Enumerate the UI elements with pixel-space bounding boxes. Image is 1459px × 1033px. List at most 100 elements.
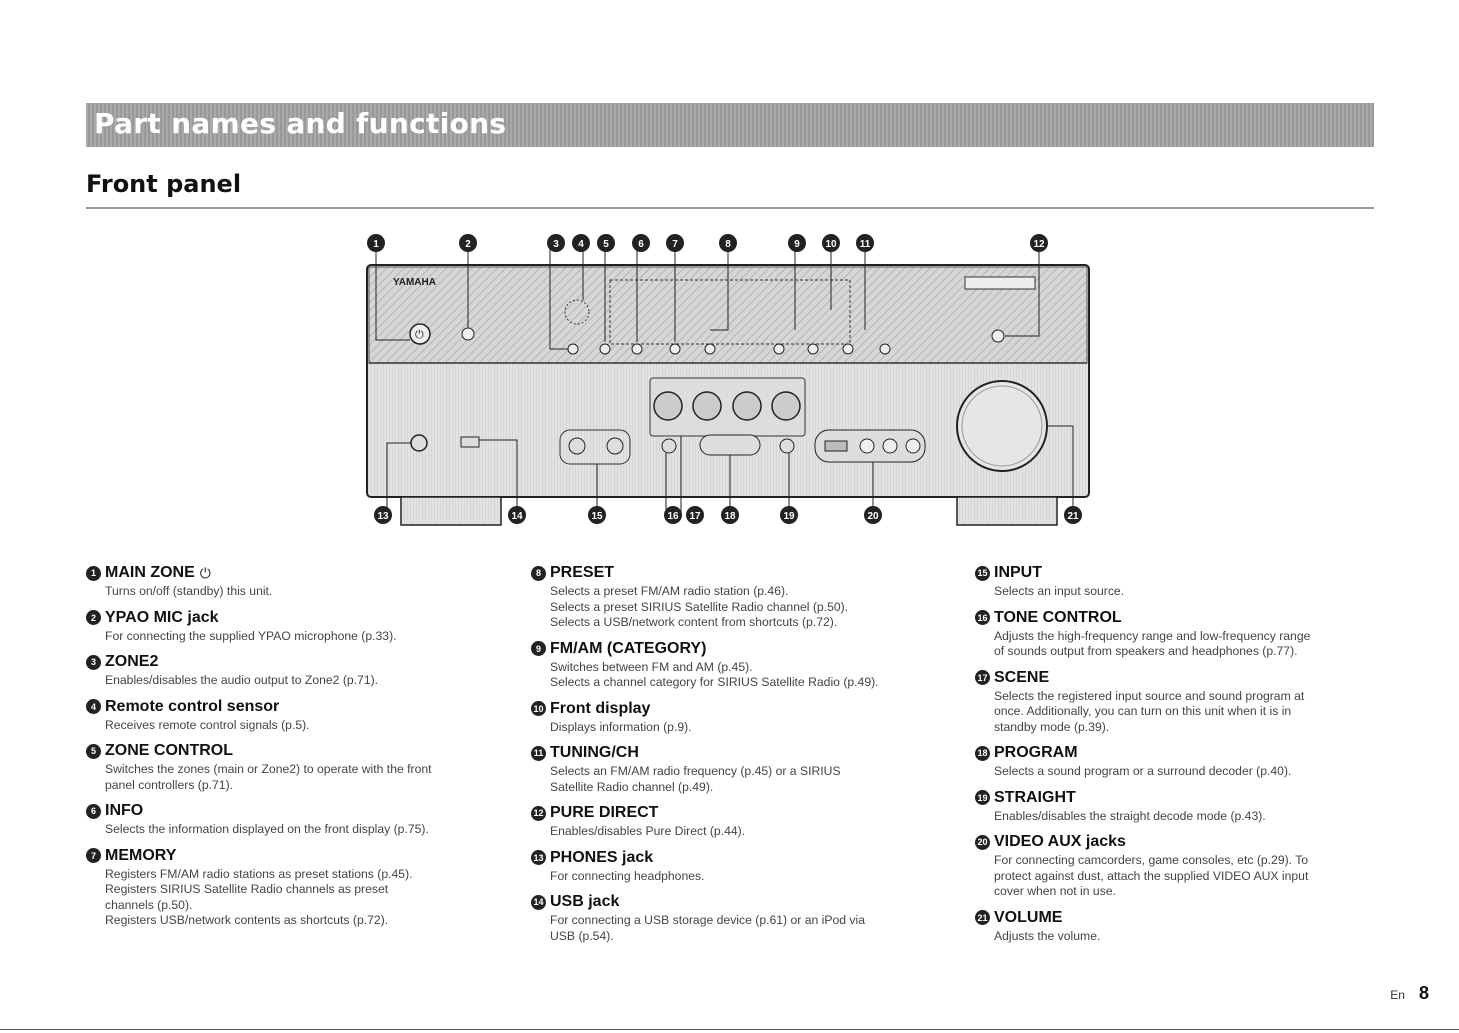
- svg-text:13: 13: [377, 511, 389, 522]
- svg-text:18: 18: [724, 511, 736, 522]
- callout-number-badge: 4: [86, 699, 101, 714]
- svg-text:10: 10: [825, 239, 837, 250]
- right-foot: [956, 496, 1058, 526]
- part-description: For connecting camcorders, game consoles…: [994, 853, 1309, 898]
- part-description: Enables/disables the straight decode mod…: [994, 808, 1266, 823]
- part-name: VIDEO AUX jacks: [994, 833, 1126, 850]
- part-name: Remote control sensor: [105, 697, 280, 715]
- straight-button: [779, 438, 795, 454]
- front-display: [609, 279, 851, 345]
- svg-text:4: 4: [578, 239, 584, 250]
- callout-number-badge: 11: [531, 745, 546, 761]
- svg-text:12: 12: [1033, 239, 1045, 250]
- top-callouts: 1 2 3 4 5 6 7 8 9 10 11 12: [367, 234, 1048, 252]
- part-description: Selects a preset FM/AM radio station (p.…: [550, 584, 849, 629]
- part-name: ZONE CONTROL: [105, 742, 233, 759]
- part-heading: 17 SCENE: [975, 667, 1375, 689]
- callout-number-badge: 14: [531, 894, 546, 910]
- callout-number-badge: 17: [975, 670, 990, 685]
- part-description: Adjusts the high-frequency range and low…: [994, 628, 1311, 659]
- svg-text:20: 20: [867, 511, 879, 522]
- callout-number-badge: 16: [975, 610, 990, 625]
- callout-number-badge: 12: [531, 805, 546, 821]
- callout-number-badge: 6: [86, 803, 101, 819]
- svg-text:9: 9: [794, 239, 800, 250]
- volume-knob: [956, 380, 1048, 472]
- part-description: Enables/disables Pure Direct (p.44).: [550, 824, 746, 838]
- callout-number-badge: 5: [86, 743, 101, 759]
- callout-number-badge: 3: [86, 654, 101, 670]
- part-name: INPUT: [994, 564, 1042, 581]
- part-entry: 17 SCENE Selects the registered input sour…: [975, 667, 1375, 736]
- callout-number-badge: 20: [975, 834, 990, 850]
- brand-logo: YAMAHA: [393, 277, 436, 288]
- part-description: For connecting a USB storage device (p.6…: [550, 913, 866, 943]
- svg-text:6: 6: [638, 239, 644, 250]
- input-group: [559, 429, 631, 465]
- pure-direct-button: [991, 329, 1005, 343]
- part-description: Selects the registered input source and …: [994, 688, 1305, 734]
- top-button-row: [567, 343, 891, 355]
- svg-text:8: 8: [725, 239, 731, 250]
- bottom-divider: [0, 1029, 1459, 1030]
- callout-number-badge: 2: [86, 610, 101, 625]
- svg-text:11: 11: [860, 239, 871, 250]
- part-description: For connecting headphones.: [550, 868, 705, 883]
- svg-text:19: 19: [783, 511, 795, 522]
- part-name: Front display: [550, 699, 651, 717]
- part-name: PHONES jack: [550, 848, 654, 866]
- power-symbol: ⏻: [415, 329, 424, 341]
- remote-sensor: [564, 299, 590, 325]
- banner-title: Part names and functions: [94, 107, 507, 140]
- language-code: En: [1390, 988, 1405, 1002]
- callout-number-badge: 7: [86, 848, 101, 863]
- part-description: Receives remote control signals (p.5).: [105, 717, 310, 732]
- part-name: TONE CONTROL: [994, 608, 1122, 626]
- part-name: TUNING/CH: [550, 744, 639, 761]
- page-footer: En 8: [1390, 983, 1429, 1004]
- callout-number-badge: 21: [975, 910, 990, 925]
- svg-text:1: 1: [373, 239, 379, 250]
- video-aux-jacks: [824, 438, 921, 454]
- part-description: Selects the information displayed on the…: [105, 822, 429, 836]
- part-name: MAIN ZONE: [105, 564, 195, 581]
- callout-number-badge: 1: [86, 565, 101, 581]
- part-name: MEMORY: [105, 846, 177, 864]
- part-heading: 4 Remote control sensor: [86, 696, 486, 718]
- main-zone-button: [409, 323, 431, 345]
- svg-text:7: 7: [672, 239, 678, 250]
- part-name: SCENE: [994, 668, 1050, 686]
- part-description: Selects an input source.: [994, 584, 1125, 598]
- part-heading: 7 MEMORY: [86, 845, 486, 867]
- part-name: VOLUME: [994, 908, 1063, 926]
- left-foot: [400, 496, 502, 526]
- part-name: PROGRAM: [994, 744, 1078, 761]
- part-name: FM/AM (CATEGORY): [550, 639, 707, 657]
- part-description: Displays information (p.9).: [550, 719, 692, 734]
